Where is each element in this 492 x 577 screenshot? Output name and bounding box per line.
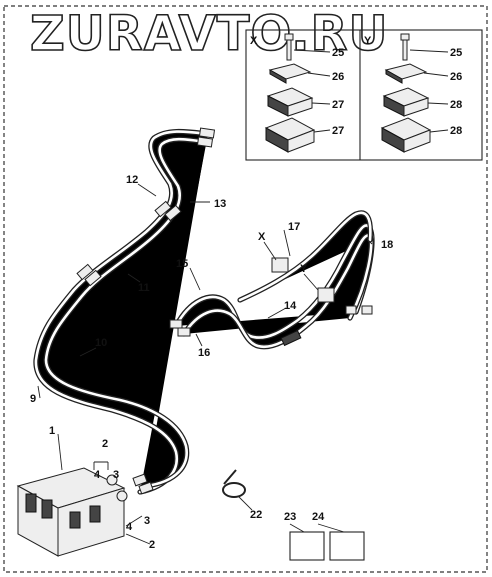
callout-4-top: 4 [94,469,101,481]
callout-15: 15 [176,258,188,270]
callout-y-28-upper: 28 [450,99,462,111]
callout-4-bottom: 4 [126,521,133,533]
callout-16: 16 [198,347,210,359]
inset-y-clamp-lower [380,117,432,153]
kit-box-24 [329,531,365,561]
inset-x-bolt [284,33,294,61]
hydraulic-lines-right [169,213,372,347]
leader-lines [37,183,373,545]
callout-11: 11 [138,282,150,294]
inset-border [245,29,483,161]
callout-10: 10 [95,337,107,349]
callout-14: 14 [284,300,297,312]
inset-y-clamp-upper [382,87,430,117]
callout-9: 9 [30,393,36,405]
hydraulic-lines-left [36,127,216,494]
diagram-frame [3,5,488,573]
callout-23: 23 [284,511,296,523]
callout-y-28-lower: 28 [450,125,462,137]
callout-22: 22 [250,509,262,521]
callout-y-25: 25 [450,47,462,59]
hose-clip [222,469,246,498]
inset-y-bolt [400,33,410,61]
inset-label-x: X [250,35,258,47]
callout-x-27-upper: 27 [332,99,344,111]
inset-label-y: Y [364,35,372,47]
inset-y-plate [384,63,428,84]
callout-3-bottom: 3 [144,515,150,527]
valve-block [16,467,128,557]
callout-y-26: 26 [450,71,462,83]
callout-x-26: 26 [332,71,344,83]
inset-box: X Y [245,29,483,161]
callout-13: 13 [214,198,226,210]
callout-2-bottom: 2 [149,539,155,551]
callout-view-x: X [258,231,266,243]
inset-x-plate [268,63,312,84]
callout-2-top: 2 [102,438,108,450]
callout-view-y: Y [300,263,308,275]
callout-x-27-lower: 27 [332,125,344,137]
clamp-x [271,257,289,273]
callout-17: 17 [288,221,300,233]
callout-1: 1 [49,425,55,437]
clamp-y [317,287,335,303]
inset-x-clamp-upper [266,87,314,117]
callout-3-top: 3 [113,469,119,481]
callout-24: 24 [312,511,325,523]
callout-18: 18 [381,239,393,251]
callout-x-25: 25 [332,47,344,59]
watermark-text: ZURAVTO.RU [30,6,388,62]
inset-x-clamp-lower [264,117,316,153]
kit-box-23 [289,531,325,561]
callout-12: 12 [126,174,138,186]
